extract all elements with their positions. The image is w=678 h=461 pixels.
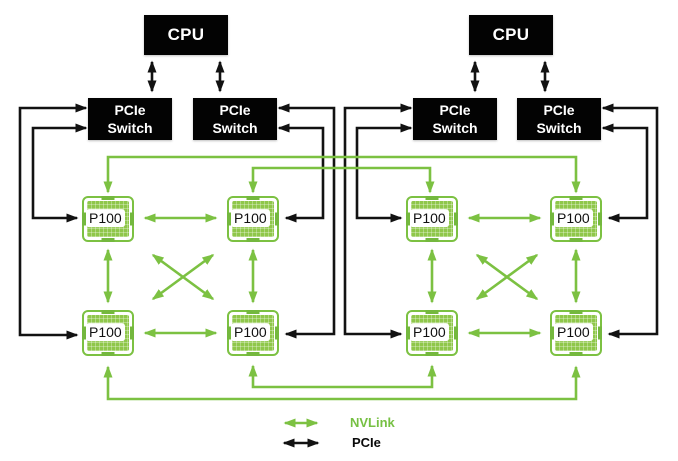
- gpu-chip-pin-top: [425, 196, 439, 200]
- nvlink-gpu1-gpu6: [103, 155, 581, 194]
- gpu-chip-pin-top: [569, 196, 583, 200]
- gpu-6-label: P100: [554, 209, 593, 228]
- pcie-switch-3-box: PCIe Switch: [413, 98, 497, 140]
- gpu-chip-pin-right: [454, 212, 458, 226]
- cpu-right-label: CPU: [492, 25, 530, 44]
- gpu-8-chip: P100: [550, 310, 602, 356]
- gpu-chip-pin-left: [227, 326, 231, 340]
- gpu-chip-pin-right: [598, 212, 602, 226]
- gpu-chip-pin-left: [406, 212, 410, 226]
- gpu-chip-pin-top: [246, 196, 260, 200]
- gpu-chip-pin-bottom: [101, 238, 115, 242]
- pcie-link-sw1-gpu3: [18, 103, 88, 340]
- pcie-switch-2-box: PCIe Switch: [193, 98, 277, 140]
- pcie-link-sw3-gpu5: [355, 123, 413, 223]
- gpu-chip-pin-right: [275, 326, 279, 340]
- gpu-chip-pin-top: [246, 310, 260, 314]
- gpu-3-chip: P100: [82, 310, 134, 356]
- gpu-2-chip: P100: [227, 196, 279, 242]
- gpu-chip-pin-left: [82, 212, 86, 226]
- legend-nvlink-label: NVLink: [350, 415, 395, 430]
- gpu-5-label: P100: [410, 209, 449, 228]
- pcie-switch-2-label-line2: Switch: [212, 120, 258, 136]
- gpu-chip-pin-right: [454, 326, 458, 340]
- gpu-7-chip: P100: [406, 310, 458, 356]
- pcie-link-sw3-gpu7: [343, 103, 413, 339]
- gpu-chip-pin-left: [550, 326, 554, 340]
- gpu-chip-pin-bottom: [246, 352, 260, 356]
- nvlink-gpu2-gpu5: [248, 166, 435, 194]
- pcie-switch-1-box: PCIe Switch: [88, 98, 172, 140]
- cpu-left-label: CPU: [167, 25, 205, 44]
- pcie-link-sw1-gpu1: [31, 123, 88, 223]
- gpu-chip-pin-top: [101, 196, 115, 200]
- gpu-chip-pin-left: [550, 212, 554, 226]
- gpu-chip-pin-top: [101, 310, 115, 314]
- pcie-switch-1-label-line2: Switch: [107, 120, 153, 136]
- gpu-chip-pin-top: [569, 310, 583, 314]
- pcie-switch-3-label-line2: Switch: [432, 120, 478, 136]
- nvlink-gpu2-gpu3: [151, 253, 215, 301]
- pcie-switch-3-label-line1: PCIe: [439, 101, 471, 118]
- pcie-switch-4-box: PCIe Switch: [517, 98, 601, 140]
- gpu-2-label: P100: [231, 209, 270, 228]
- gpu-5-chip: P100: [406, 196, 458, 242]
- gpu-chip-pin-bottom: [425, 238, 439, 242]
- gpu-1-chip: P100: [82, 196, 134, 242]
- pcie-switch-1-label-line1: PCIe: [114, 101, 146, 118]
- gpu-chip-pin-right: [598, 326, 602, 340]
- gpu-3-label: P100: [86, 323, 125, 342]
- gpu-chip-pin-right: [130, 212, 134, 226]
- nvlink-gpu3-gpu8: [103, 365, 581, 401]
- gpu-4-label: P100: [231, 323, 270, 342]
- gpu-chip-pin-left: [227, 212, 231, 226]
- pcie-switch-4-label-line2: Switch: [536, 120, 582, 136]
- gpu-7-label: P100: [410, 323, 449, 342]
- gpu-chip-pin-right: [130, 326, 134, 340]
- gpu-chip-pin-bottom: [425, 352, 439, 356]
- pcie-link-sw4-gpu6: [601, 123, 649, 223]
- gpu-chip-pin-left: [82, 326, 86, 340]
- pcie-link-sw2-gpu4: [277, 103, 336, 339]
- gpu-chip-pin-bottom: [101, 352, 115, 356]
- pcie-switch-4-label-line1: PCIe: [543, 101, 575, 118]
- gpu-1-label: P100: [86, 209, 125, 228]
- gpu-chip-pin-top: [425, 310, 439, 314]
- gpu-chip-pin-bottom: [569, 238, 583, 242]
- gpu-4-chip: P100: [227, 310, 279, 356]
- legend-pcie-label: PCIe: [352, 435, 381, 450]
- cpu-left-box: CPU: [144, 15, 228, 55]
- cpu-right-box: CPU: [469, 15, 553, 55]
- gpu-chip-pin-bottom: [246, 238, 260, 242]
- nvlink-gpu4-gpu7: [248, 364, 437, 389]
- gpu-6-chip: P100: [550, 196, 602, 242]
- pcie-link-sw4-gpu8: [601, 103, 659, 339]
- gpu-chip-pin-right: [275, 212, 279, 226]
- gpu-chip-pin-left: [406, 326, 410, 340]
- pcie-link-sw2-gpu2: [277, 123, 325, 223]
- pcie-switch-2-label-line1: PCIe: [219, 101, 251, 118]
- nvlink-gpu6-gpu7: [475, 253, 539, 301]
- gpu-chip-pin-bottom: [569, 352, 583, 356]
- gpu-8-label: P100: [554, 323, 593, 342]
